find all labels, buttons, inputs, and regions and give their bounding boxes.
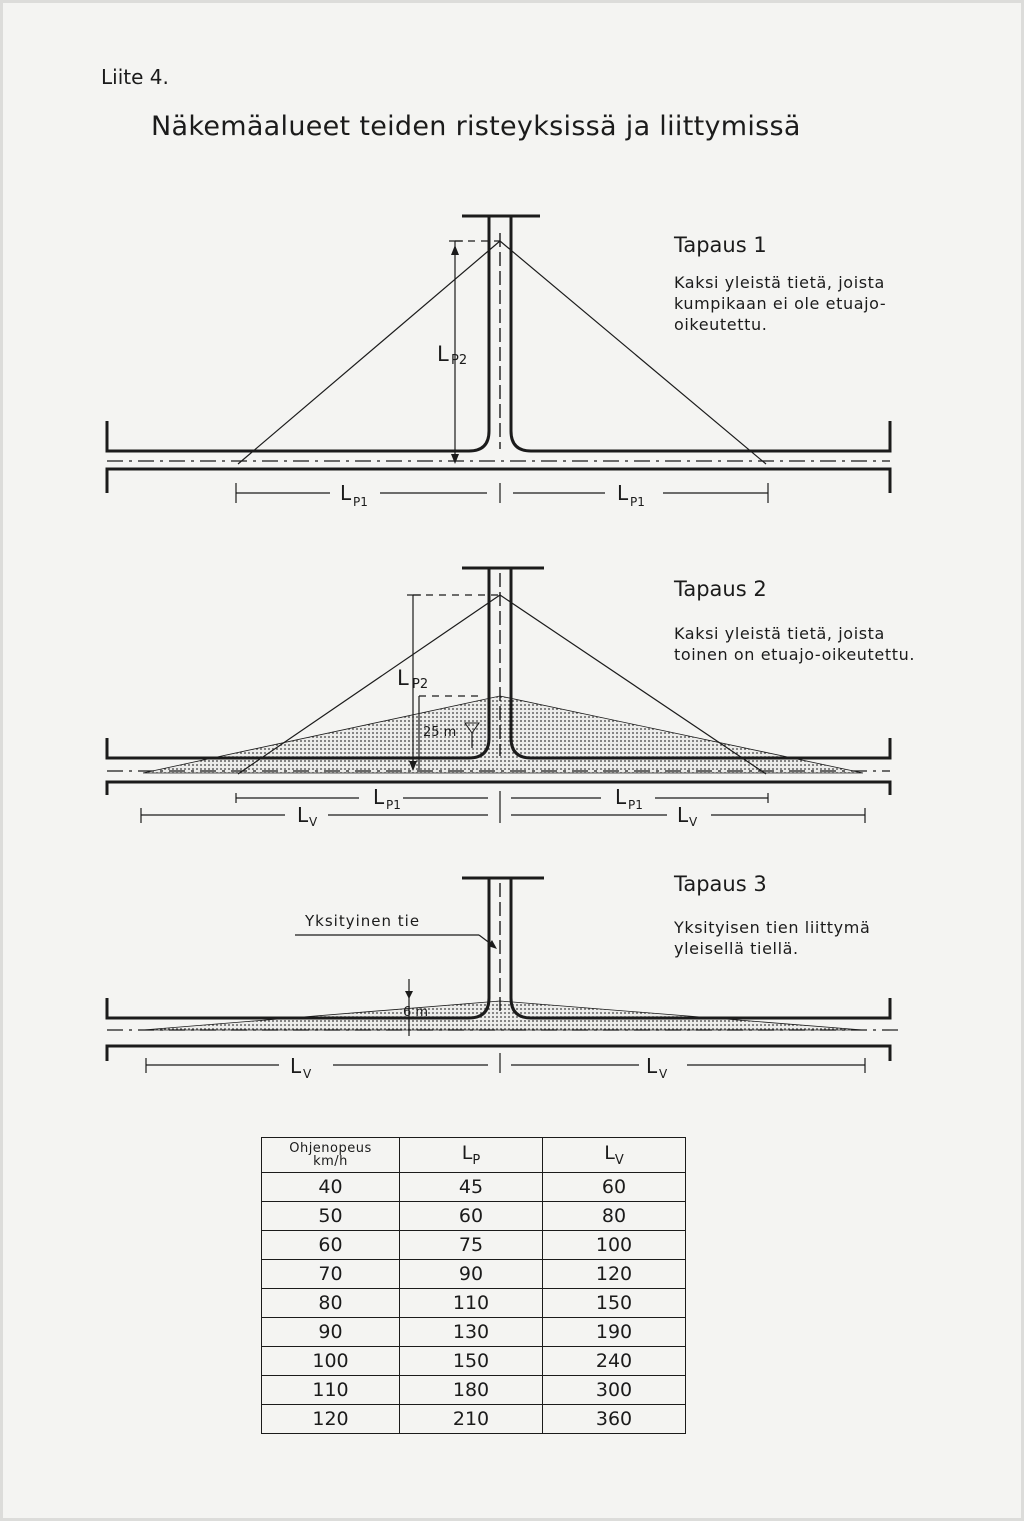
svg-text:V: V bbox=[303, 1067, 312, 1081]
case3-lv-left-label: L V bbox=[290, 1054, 312, 1081]
svg-text:L: L bbox=[373, 785, 385, 809]
svg-text:L: L bbox=[290, 1054, 302, 1078]
case1-title: Tapaus 1 bbox=[674, 233, 767, 257]
case2-lp2-label: L P2 bbox=[397, 666, 428, 692]
page-title: Näkemäalueet teiden risteyksissä ja liit… bbox=[151, 111, 801, 142]
svg-text:P2: P2 bbox=[451, 353, 467, 368]
svg-text:P1: P1 bbox=[353, 495, 368, 509]
svg-text:L: L bbox=[646, 1054, 658, 1078]
svg-text:L: L bbox=[437, 342, 449, 366]
case2-lv-right-label: L V bbox=[677, 803, 698, 829]
case3-title: Tapaus 3 bbox=[674, 872, 767, 896]
header-lv: LV bbox=[542, 1137, 686, 1173]
svg-text:L: L bbox=[615, 785, 627, 809]
case1-description: Kaksi yleistä tietä, joista kumpikaan ei… bbox=[674, 273, 887, 334]
case1-lp1-right-label: L P1 bbox=[617, 481, 645, 509]
case2-lp1-right-label: L P1 bbox=[615, 785, 643, 812]
case2-lv-left-label: L V bbox=[297, 803, 318, 829]
svg-text:L: L bbox=[297, 803, 309, 827]
case3-lv-right-label: L V bbox=[646, 1054, 668, 1081]
svg-text:V: V bbox=[689, 815, 698, 829]
case2-description: Kaksi yleistä tietä, joista toinen on et… bbox=[674, 624, 916, 664]
svg-text:V: V bbox=[309, 815, 318, 829]
private-road-label: Yksityinen tie bbox=[304, 912, 420, 930]
intersection-diagrams: L P2 L P1 L P1 bbox=[105, 214, 898, 1081]
case3-diagram: Yksityinen tie 6 m L V L V bbox=[105, 876, 898, 1081]
case3-6m-label: 6 m bbox=[403, 1005, 428, 1020]
case2-diagram: L P2 25 m L P1 L P1 bbox=[105, 566, 892, 829]
header-speed: Ohjenopeus km/h bbox=[261, 1137, 400, 1173]
case1-diagram: L P2 L P1 L P1 bbox=[105, 214, 892, 509]
case2-25m-label: 25 m bbox=[423, 725, 456, 740]
case2-title: Tapaus 2 bbox=[674, 577, 767, 601]
header-lp: LP bbox=[399, 1137, 543, 1173]
svg-text:P1: P1 bbox=[628, 798, 643, 812]
appendix-label: Liite 4. bbox=[101, 65, 169, 89]
case3-description: Yksityisen tien liittymä yleisellä tiell… bbox=[674, 918, 871, 958]
case1-lp1-left-label: L P1 bbox=[340, 481, 368, 509]
svg-text:L: L bbox=[397, 666, 409, 690]
svg-text:L: L bbox=[617, 481, 629, 505]
svg-text:L: L bbox=[340, 481, 352, 505]
svg-text:V: V bbox=[659, 1067, 668, 1081]
svg-text:L: L bbox=[677, 803, 689, 827]
case1-lp2-label: L P2 bbox=[437, 342, 467, 368]
svg-text:P2: P2 bbox=[412, 677, 428, 692]
case2-lp1-left-label: L P1 bbox=[373, 785, 401, 812]
svg-text:P1: P1 bbox=[386, 798, 401, 812]
svg-text:P1: P1 bbox=[630, 495, 645, 509]
page: Liite 4. Näkemäalueet teiden risteyksiss… bbox=[3, 3, 1021, 1518]
